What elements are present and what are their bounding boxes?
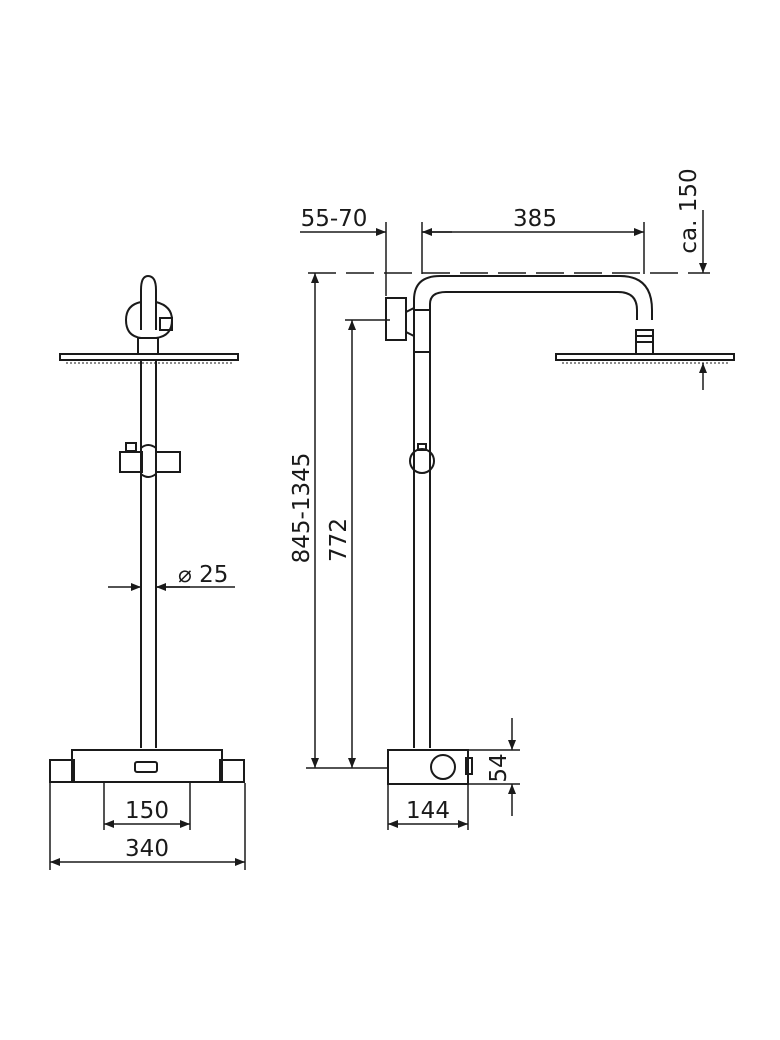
front-arm-curve: [140, 274, 157, 330]
front-slider: [119, 442, 181, 478]
front-wall-bracket: [124, 301, 142, 339]
wall-offset-label: 55-70: [301, 206, 368, 232]
front-thermostat-display: [134, 761, 158, 773]
pipe-diameter-label: ⌀ 25: [178, 562, 228, 588]
front-dimensions: [49, 583, 246, 870]
front-bracket-knob: [159, 317, 173, 331]
front-view: [49, 274, 245, 783]
thermostat-bracket-width-label: 150: [125, 798, 169, 824]
side-thermostat-knob: [430, 754, 456, 780]
side-wall-bracket: [385, 297, 407, 341]
head-drop-label: ca. 150: [676, 168, 702, 253]
side-dimensions: [300, 210, 710, 830]
front-head-connector: [137, 337, 159, 355]
total-height-label: 845-1345: [289, 453, 315, 564]
thermostat-depth-label: 144: [406, 798, 450, 824]
side-shower-head: [555, 353, 735, 361]
inlet-height-label: 772: [326, 518, 352, 562]
front-shower-head: [59, 353, 239, 361]
thermostat-total-width-label: 340: [125, 836, 169, 862]
side-arm: [413, 275, 653, 320]
thermostat-height-label: 54: [486, 753, 512, 782]
side-thermostat: [387, 749, 473, 785]
side-view: [385, 275, 735, 785]
front-thermostat: [49, 749, 245, 783]
arm-length-label: 385: [513, 206, 557, 232]
